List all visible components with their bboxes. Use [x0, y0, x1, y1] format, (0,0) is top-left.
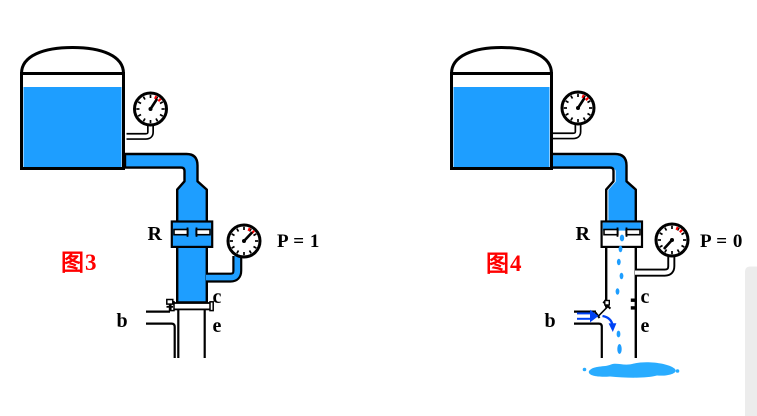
- fig3-outlet-gauge-icon: [226, 223, 262, 259]
- fig3-flange-c: [172, 302, 212, 311]
- fig4-inlet-label: b: [545, 310, 556, 332]
- fig4-point-c-label: c: [641, 286, 650, 308]
- fig4-outlet-gauge-icon: [654, 222, 690, 258]
- fig4-point-e-label: e: [641, 315, 650, 337]
- fig3-point-e-label: e: [213, 315, 222, 337]
- fig3-inlet-label: b: [117, 310, 128, 332]
- fig4-gauge-pipe-outline: [635, 255, 676, 277]
- fig3-valve-plate-left: [173, 228, 189, 236]
- fig4-empty-column: [608, 230, 636, 358]
- fig4-tank-gauge-needle: [576, 97, 586, 110]
- fig4-pipe-outer-wall: [552, 152, 637, 358]
- fig4-flange-bolt: [630, 298, 636, 302]
- fig4-tank-dome: [449, 45, 554, 75]
- fig4-tank-gauge-stem: [553, 122, 580, 138]
- fig4-flange-bolt: [630, 306, 636, 310]
- figure3: R b c e P = 1 图3: [19, 45, 320, 358]
- fig3-pressure-reading: P = 1: [277, 231, 320, 252]
- fig3-tank-liquid: [23, 87, 122, 167]
- fig3-tank-gauge-icon: [133, 91, 168, 127]
- fig3-gauge-pipe-outline: [206, 256, 243, 283]
- splash-puddle: [588, 362, 676, 378]
- fig4-airflow-arrow: [577, 309, 599, 323]
- fig4-pressure-reading: P = 0: [700, 231, 743, 252]
- right-edge-strip: [745, 266, 757, 416]
- splash-drop: [582, 367, 587, 372]
- fig3-valve-label: R: [148, 223, 163, 245]
- fig3-tank-gauge-needle: [149, 98, 158, 111]
- fig4-airflow-curved-arrow: [602, 314, 617, 332]
- fig4-valve-plate-left: [603, 228, 619, 236]
- figure4: R b c e P = 0 图4: [449, 45, 743, 378]
- fig4-inlet-valve-open: [594, 299, 612, 319]
- fig4-outlet-gauge-needle: [663, 238, 674, 250]
- fig4-inlet-pipe-bottom: [574, 322, 603, 358]
- fig4-valve-plate-right: [625, 228, 641, 236]
- fig3-outlet-gauge-needle: [242, 231, 253, 243]
- fig3-flange-tab: [209, 301, 214, 312]
- fig4-title: 图4: [486, 251, 523, 276]
- fig3-title: 图3: [61, 250, 98, 275]
- fig4-valve-liquid-top: [602, 222, 641, 231]
- fig3-inlet-pipe-bottom: [146, 322, 176, 358]
- fig3-gauge-pipe: [206, 256, 241, 281]
- fig4-valve-label: R: [576, 223, 591, 245]
- fig3-point-c-label: c: [213, 286, 222, 308]
- water-droplets: [615, 234, 625, 354]
- fig4-gauge-pipe: [635, 255, 674, 275]
- fig3-valve-plate-right: [195, 228, 211, 236]
- fig3-tank-gauge-stem: [126, 122, 153, 139]
- fig4-tank-gauge-icon: [560, 90, 596, 126]
- fig3-tank-dome: [19, 45, 126, 75]
- fig3-inlet-valve-knob: [166, 298, 174, 305]
- fig4-tank-liquid: [453, 87, 550, 167]
- splash-drop: [675, 369, 680, 373]
- fig4-pipe-inner-wall: [552, 166, 615, 308]
- fig4-liquid-above-valve: [552, 155, 636, 231]
